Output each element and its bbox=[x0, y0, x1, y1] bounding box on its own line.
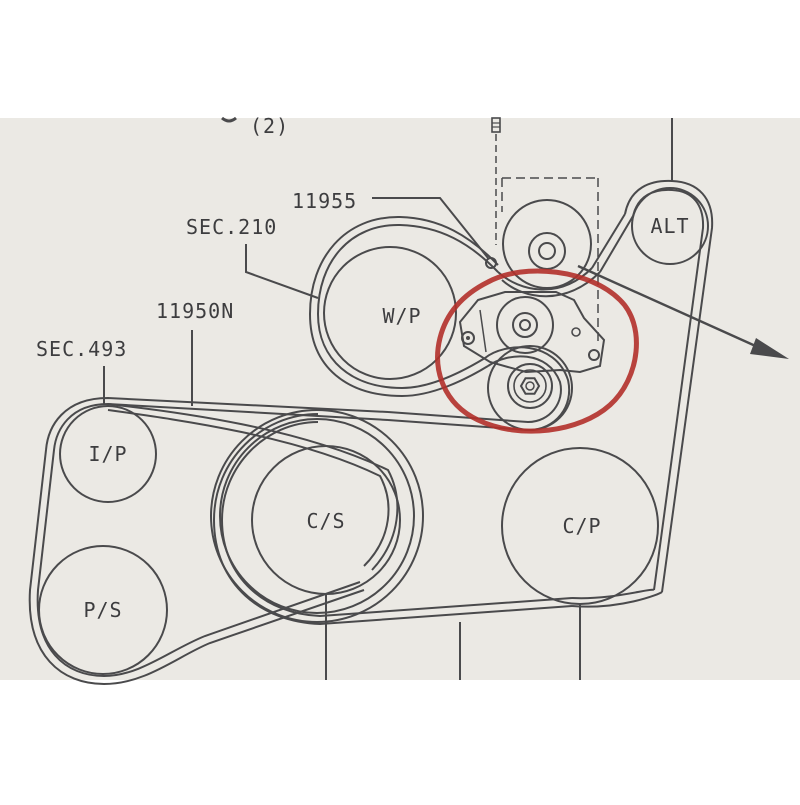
idler-pulley-label: I/P bbox=[88, 442, 127, 466]
mount-lines bbox=[325, 594, 581, 680]
alternator-label: ALT bbox=[650, 214, 689, 238]
crankshaft-label: C/S bbox=[306, 509, 345, 533]
water-pump-label: W/P bbox=[382, 304, 421, 328]
direction-arrow-icon bbox=[577, 264, 789, 359]
leader-sec-210 bbox=[245, 244, 319, 299]
alternator-pulley: ALT bbox=[631, 187, 709, 265]
callout-sec-493: SEC.493 bbox=[36, 337, 127, 361]
ac-compressor-label: C/P bbox=[562, 514, 601, 538]
callout-11950n: 11950N bbox=[156, 299, 234, 323]
crankshaft-pulley: C/S bbox=[210, 409, 424, 623]
header-fragment: (2) bbox=[250, 114, 289, 138]
leader-11955 bbox=[372, 197, 489, 259]
bolt-indicator bbox=[491, 117, 501, 245]
ac-compressor-pulley: C/P bbox=[501, 447, 659, 605]
idler-pulley: I/P bbox=[59, 405, 157, 503]
power-steering-pulley: P/S bbox=[38, 545, 168, 675]
callout-11955: 11955 bbox=[292, 189, 357, 213]
tensioner-bracket-outline bbox=[501, 177, 599, 345]
water-pump-pulley: W/P bbox=[323, 246, 457, 380]
power-steering-label: P/S bbox=[83, 598, 122, 622]
drive-belt bbox=[28, 179, 714, 686]
callout-sec-210: SEC.210 bbox=[186, 215, 277, 239]
header-mark bbox=[221, 116, 237, 123]
hex-bolt-icon bbox=[519, 377, 541, 395]
tensioner-highlight-circle bbox=[435, 268, 639, 434]
